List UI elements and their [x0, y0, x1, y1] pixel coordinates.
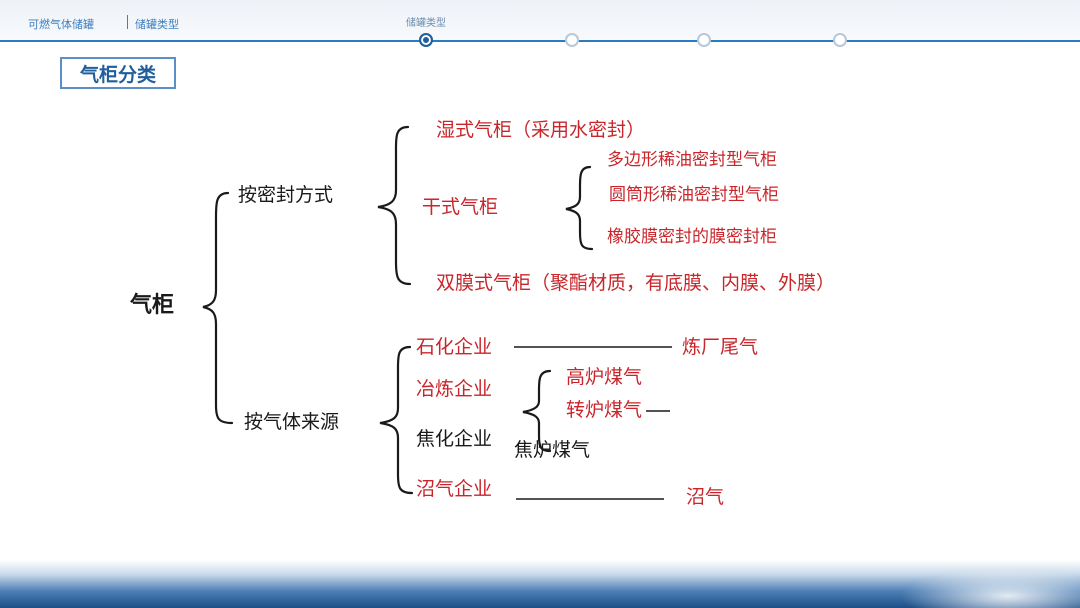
biogas-enterprise: 沼气企业: [416, 478, 493, 500]
step-dot-1[interactable]: [419, 33, 433, 47]
section-title: 气柜分类: [60, 57, 176, 89]
step-dot-4[interactable]: [833, 33, 847, 47]
smelt-bracket: [522, 369, 552, 453]
tree-root: 气柜: [130, 293, 175, 318]
petrochemical-enterprise: 石化企业: [416, 336, 493, 358]
dry-type-membrane: 橡胶膜密封的膜密封柜: [607, 227, 777, 247]
double-membrane-gasholder: 双膜式气柜（聚酯材质，有底膜、内膜、外膜）: [436, 272, 836, 294]
smelting-enterprise: 冶炼企业: [416, 378, 493, 400]
breadcrumb-separator: [127, 15, 128, 29]
step-dot-3[interactable]: [697, 33, 711, 47]
coke-oven-gas: 焦炉煤气: [514, 439, 591, 461]
footer-highlight: [900, 568, 1080, 608]
breadcrumb-main[interactable]: 可燃气体储罐: [28, 18, 94, 31]
refinery-tail-gas: 炼厂尾气: [682, 336, 759, 358]
dry-gasholder: 干式气柜: [422, 196, 499, 218]
coking-enterprise: 焦化企业: [416, 428, 493, 450]
wet-gasholder: 湿式气柜（采用水密封）: [436, 119, 646, 141]
seal-method-label: 按密封方式: [238, 184, 334, 206]
dry-bracket: [565, 165, 594, 251]
dry-type-polygon: 多边形稀油密封型气柜: [607, 150, 777, 170]
header-bar: [0, 0, 1080, 42]
breadcrumb-sub[interactable]: 储罐类型: [135, 18, 179, 31]
gas-source-label: 按气体来源: [244, 411, 340, 433]
dry-type-cylinder: 圆筒形稀油密封型气柜: [609, 185, 779, 205]
step-dot-2[interactable]: [565, 33, 579, 47]
root-bracket: [202, 191, 234, 425]
seal-bracket: [377, 125, 412, 286]
step-label-1[interactable]: 储罐类型: [406, 18, 446, 29]
biogas: 沼气: [686, 486, 725, 508]
source-bracket: [379, 345, 414, 495]
header-divider: [0, 40, 1080, 42]
converter-gas: 转炉煤气: [566, 399, 643, 421]
blast-furnace-gas: 高炉煤气: [566, 366, 643, 388]
